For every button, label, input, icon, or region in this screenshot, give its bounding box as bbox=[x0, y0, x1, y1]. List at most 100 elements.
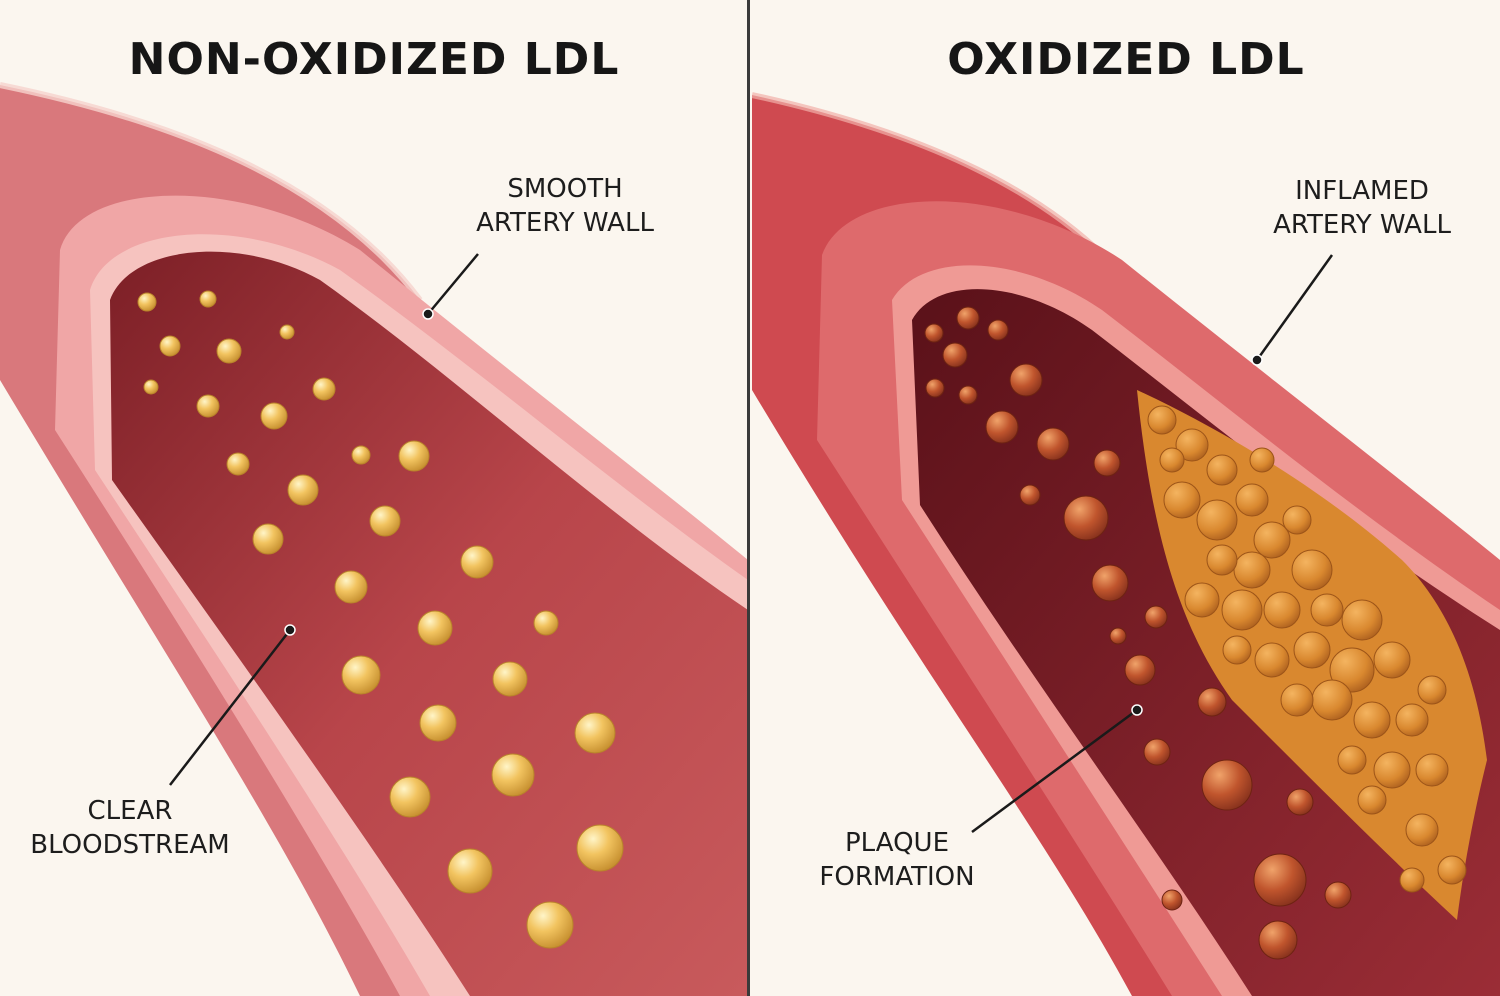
ldl-particle bbox=[389, 776, 431, 818]
plaque-nodule bbox=[1159, 447, 1185, 473]
ldl-particle bbox=[199, 290, 217, 308]
oxidized-ldl-particle bbox=[1197, 687, 1227, 717]
ldl-particle bbox=[417, 610, 453, 646]
non-oxidized-panel: NON-OXIDIZED LDL SMOOTH ARTERY WALL CLEA… bbox=[0, 0, 748, 996]
plaque-nodule bbox=[1206, 454, 1238, 486]
plaque-nodule bbox=[1282, 505, 1312, 535]
oxidized-panel: OXIDIZED LDL INFLAMED ARTERY WALL PLAQUE… bbox=[752, 0, 1500, 996]
oxidized-ldl-particle bbox=[1063, 495, 1109, 541]
plaque-nodule bbox=[1373, 751, 1411, 789]
plaque-nodule bbox=[1221, 589, 1263, 631]
oxidized-ldl-particle bbox=[1091, 564, 1129, 602]
ldl-particle bbox=[143, 379, 159, 395]
plaque-nodule bbox=[1329, 647, 1375, 693]
oxidized-ldl-particle bbox=[1144, 605, 1168, 629]
plaque-nodule bbox=[1280, 683, 1314, 717]
ldl-particle bbox=[341, 655, 381, 695]
plaque-nodule bbox=[1311, 679, 1353, 721]
plaque-nodule bbox=[1437, 855, 1467, 885]
plaque-nodule bbox=[1175, 428, 1209, 462]
ldl-particle bbox=[351, 445, 371, 465]
oxidized-ldl-particle bbox=[958, 385, 978, 405]
plaque-nodule bbox=[1337, 745, 1367, 775]
plaque-nodule bbox=[1310, 593, 1344, 627]
plaque-formation-label: PLAQUE FORMATION bbox=[819, 828, 975, 892]
ldl-particle bbox=[492, 661, 528, 697]
plaque-nodule bbox=[1399, 867, 1425, 893]
inflamed-artery-wall-label: INFLAMED ARTERY WALL bbox=[1273, 176, 1451, 240]
clear-bloodstream-label: CLEAR BLOODSTREAM bbox=[30, 796, 230, 860]
lumen-leader-line bbox=[169, 629, 291, 786]
plaque-nodule bbox=[1163, 481, 1201, 519]
oxidized-ldl-particle bbox=[1124, 654, 1156, 686]
ldl-particle bbox=[287, 474, 319, 506]
plaque-nodule bbox=[1373, 641, 1411, 679]
plaque-nodule bbox=[1291, 549, 1333, 591]
oxidized-ldl-particle bbox=[1201, 759, 1253, 811]
oxidized-ldl-particle bbox=[1019, 484, 1041, 506]
non-oxidized-title: NON-OXIDIZED LDL bbox=[128, 34, 620, 85]
oxidized-ldl-particle bbox=[1258, 920, 1298, 960]
plaque-nodule bbox=[1395, 703, 1429, 737]
ldl-particle bbox=[419, 704, 457, 742]
plaque-nodule bbox=[1293, 631, 1331, 669]
ldl-particle bbox=[260, 402, 288, 430]
oxidized-ldl-particle bbox=[985, 410, 1019, 444]
ldl-particle bbox=[279, 324, 295, 340]
plaque-nodule bbox=[1196, 499, 1238, 541]
ldl-particle bbox=[159, 335, 181, 357]
ldl-particle bbox=[252, 523, 284, 555]
ldl-particles bbox=[137, 290, 624, 949]
inflamed-wall-leader-dot bbox=[1251, 354, 1263, 366]
plaque-nodule bbox=[1405, 813, 1439, 847]
wall-leader-line bbox=[427, 253, 479, 315]
plaque-nodule bbox=[1254, 642, 1290, 678]
plaque-leader-dot bbox=[1131, 704, 1143, 716]
oxidized-ldl-particle bbox=[1324, 881, 1352, 909]
ldl-particle bbox=[447, 848, 493, 894]
oxidized-ldl-particle bbox=[924, 323, 944, 343]
ldl-particle bbox=[137, 292, 157, 312]
plaque-nodule bbox=[1235, 483, 1269, 517]
plaque-nodule bbox=[1184, 582, 1220, 618]
oxidized-ldl-particle bbox=[1286, 788, 1314, 816]
artery-outer-highlight bbox=[0, 82, 423, 302]
ldl-particle bbox=[491, 753, 535, 797]
plaque-nodule bbox=[1233, 551, 1271, 589]
plaque-nodule bbox=[1222, 635, 1252, 665]
plaque-nodule bbox=[1415, 753, 1449, 787]
ldl-particle bbox=[226, 452, 250, 476]
ldl-particle bbox=[196, 394, 220, 418]
oxidized-title: OXIDIZED LDL bbox=[947, 34, 1305, 85]
oxidized-ldl-particle bbox=[1253, 853, 1307, 907]
oxidized-ldl-particle bbox=[987, 319, 1009, 341]
plaque-nodule bbox=[1341, 599, 1383, 641]
plaque-nodule bbox=[1253, 521, 1291, 559]
lumen-leader-dot bbox=[284, 624, 296, 636]
ldl-particle bbox=[460, 545, 494, 579]
inflamed-artery-illustration bbox=[752, 92, 1500, 996]
ldl-particle bbox=[334, 570, 368, 604]
ldl-particle bbox=[398, 440, 430, 472]
oxidized-ldl-particles bbox=[924, 306, 1352, 960]
ldl-particle bbox=[312, 377, 336, 401]
healthy-artery-illustration bbox=[0, 82, 748, 996]
oxidized-ldl-particle bbox=[1143, 738, 1171, 766]
plaque-nodule bbox=[1249, 447, 1275, 473]
plaque-nodule bbox=[1357, 785, 1387, 815]
oxidized-ldl-particle bbox=[956, 306, 980, 330]
smooth-artery-wall-label: SMOOTH ARTERY WALL bbox=[476, 174, 654, 238]
panel-divider bbox=[747, 0, 750, 996]
inflamed-wall-leader-line bbox=[1255, 254, 1334, 361]
plaque-nodules bbox=[1147, 405, 1467, 893]
oxidized-ldl-particle bbox=[1109, 627, 1127, 645]
plaque-nodule bbox=[1147, 405, 1177, 435]
oxidized-ldl-particle bbox=[1009, 363, 1043, 397]
plaque-nodule bbox=[1353, 701, 1391, 739]
plaque-nodule bbox=[1206, 544, 1238, 576]
plaque-nodule bbox=[1417, 675, 1447, 705]
plaque-leader-line bbox=[971, 708, 1138, 834]
oxidized-ldl-particle bbox=[925, 378, 945, 398]
ldl-particle bbox=[526, 901, 574, 949]
